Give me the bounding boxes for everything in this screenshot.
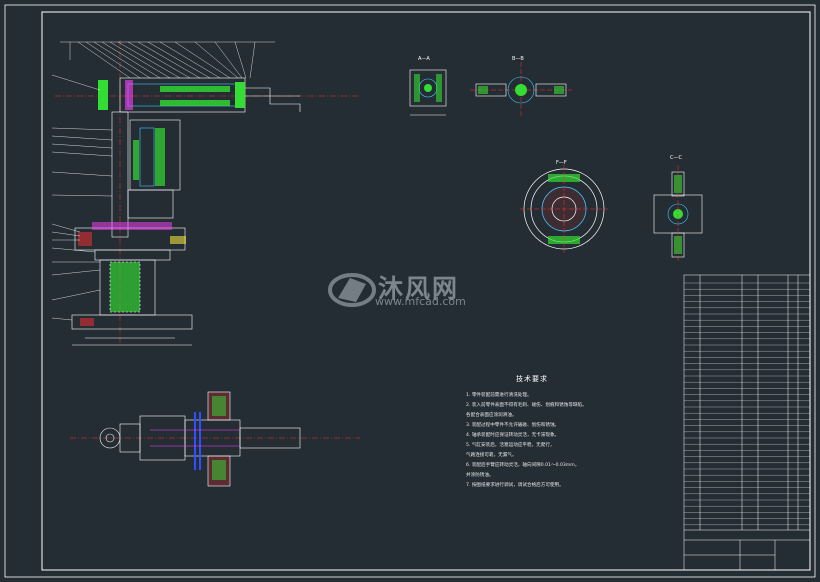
- tech-requirement-line: 6. 装配后手臂应转动灵活，轴向间隙0.01～0.03mm，: [466, 463, 580, 468]
- section-label-b: B—B: [512, 56, 524, 62]
- view-a: [409, 69, 447, 116]
- view-f: [520, 165, 608, 253]
- tech-requirement-line: 4. 轴承装配时应保证转动灵活，无卡滞现象。: [466, 433, 560, 438]
- tech-requirement-line: 5. 气缸安装后，活塞运动应平稳，无爬行，: [466, 443, 555, 448]
- tech-requirement-line: 并涂防锈油。: [466, 473, 494, 478]
- view-c: [653, 165, 703, 262]
- main-view: [51, 40, 360, 346]
- tech-requirement-line: 3. 装配过程中零件不允许磕碰、划伤和锈蚀。: [466, 423, 560, 428]
- tech-requirement-line: 1. 零件装配前需进行清洗处理。: [466, 393, 532, 398]
- tech-requirements-title: 技术要求: [516, 375, 548, 383]
- section-label-c: C—C: [670, 155, 682, 161]
- outer-border: [4, 4, 816, 578]
- section-label-a: A—A: [418, 56, 430, 62]
- watermark-brand: 沐风网: [378, 274, 460, 303]
- section-label-f: F—F: [556, 160, 567, 166]
- gripper-view: [70, 391, 360, 487]
- tech-requirement-line: 7. 按图纸要求进行调试，调试合格后方可使用。: [466, 483, 564, 488]
- watermark-url: www.mfcad.com: [375, 295, 466, 308]
- tech-requirement-line: 2. 装入前零件表面不得有毛刺、碰伤、划痕和锈蚀等缺陷。: [466, 403, 587, 408]
- parts-list: [683, 274, 811, 571]
- tech-requirement-line: 各配合表面应涂润滑油。: [466, 413, 517, 418]
- parts-list-rows: [684, 282, 810, 525]
- view-b: [470, 62, 572, 116]
- tech-requirement-line: 气路连接可靠，无漏气。: [466, 453, 517, 458]
